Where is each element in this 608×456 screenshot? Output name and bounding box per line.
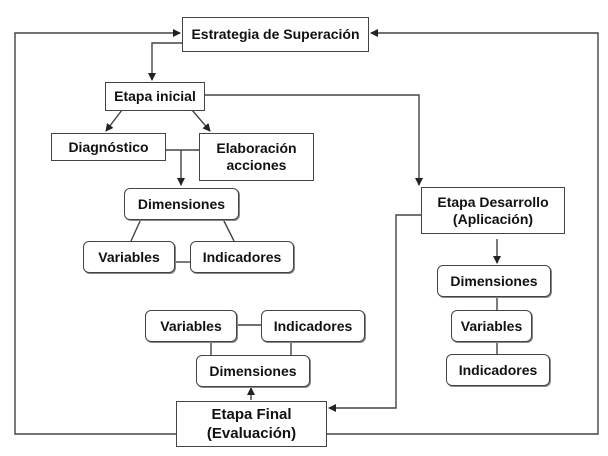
node-etapa-inicial: Etapa inicial — [105, 82, 205, 111]
node-estrategia-de-superacion: Estrategia de Superación — [182, 17, 369, 52]
node-label: Elaboración acciones — [216, 140, 297, 173]
node-diagnostico: Diagnóstico — [51, 133, 166, 161]
node-label: Dimensiones — [450, 272, 538, 289]
node-final-dimensiones: Dimensiones — [196, 355, 310, 387]
node-label: Variables — [460, 317, 523, 334]
edge-desarrollo-to-etapa-final — [328, 214, 421, 412]
node-label: Etapa inicial — [114, 88, 196, 104]
edge-final-to-estrategia-right-loop — [326, 29, 599, 435]
edge-etapa-inicial-to-etapa-desarrollo — [204, 94, 423, 186]
node-final-variables: Variables — [145, 310, 237, 342]
node-final-indicadores: Indicadores — [261, 310, 365, 342]
node-etapa-final: Etapa Final (Evaluación) — [176, 401, 327, 447]
node-elaboracion-acciones: Elaboración acciones — [199, 133, 314, 181]
node-inicial-variables: Variables — [83, 241, 175, 273]
node-label: Dimensiones — [209, 362, 297, 379]
edge-estrategia-to-etapa-inicial — [148, 42, 182, 81]
edge-inicial-dimensiones-indicadores — [222, 218, 235, 242]
node-label: Indicadores — [202, 248, 282, 265]
node-desarrollo-indicadores: Indicadores — [446, 354, 550, 386]
node-desarrollo-dimensiones: Dimensiones — [437, 265, 551, 297]
edge-inicial-dimensiones-variables — [130, 218, 142, 242]
node-desarrollo-variables: Variables — [451, 310, 532, 342]
node-inicial-dimensiones: Dimensiones — [124, 188, 239, 220]
node-label: Etapa Desarrollo (Aplicación) — [437, 193, 549, 227]
edge-etapa-inicial-to-diagnostico — [105, 109, 123, 132]
node-label: Diagnóstico — [68, 138, 149, 155]
node-label: Dimensiones — [137, 195, 226, 212]
node-label: Indicadores — [458, 361, 538, 378]
node-label: Indicadores — [273, 317, 353, 334]
node-label: Estrategia de Superación — [191, 26, 360, 42]
node-inicial-indicadores: Indicadores — [190, 241, 294, 273]
node-label: Variables — [98, 248, 160, 265]
edge-etapa-inicial-to-elaboracion — [191, 109, 211, 132]
node-label: Variables — [160, 317, 222, 334]
node-label: Etapa Final (Evaluación) — [206, 406, 297, 442]
node-etapa-desarrollo: Etapa Desarrollo (Aplicación) — [421, 187, 565, 234]
edge-final-to-estrategia-left-loop — [14, 29, 181, 435]
